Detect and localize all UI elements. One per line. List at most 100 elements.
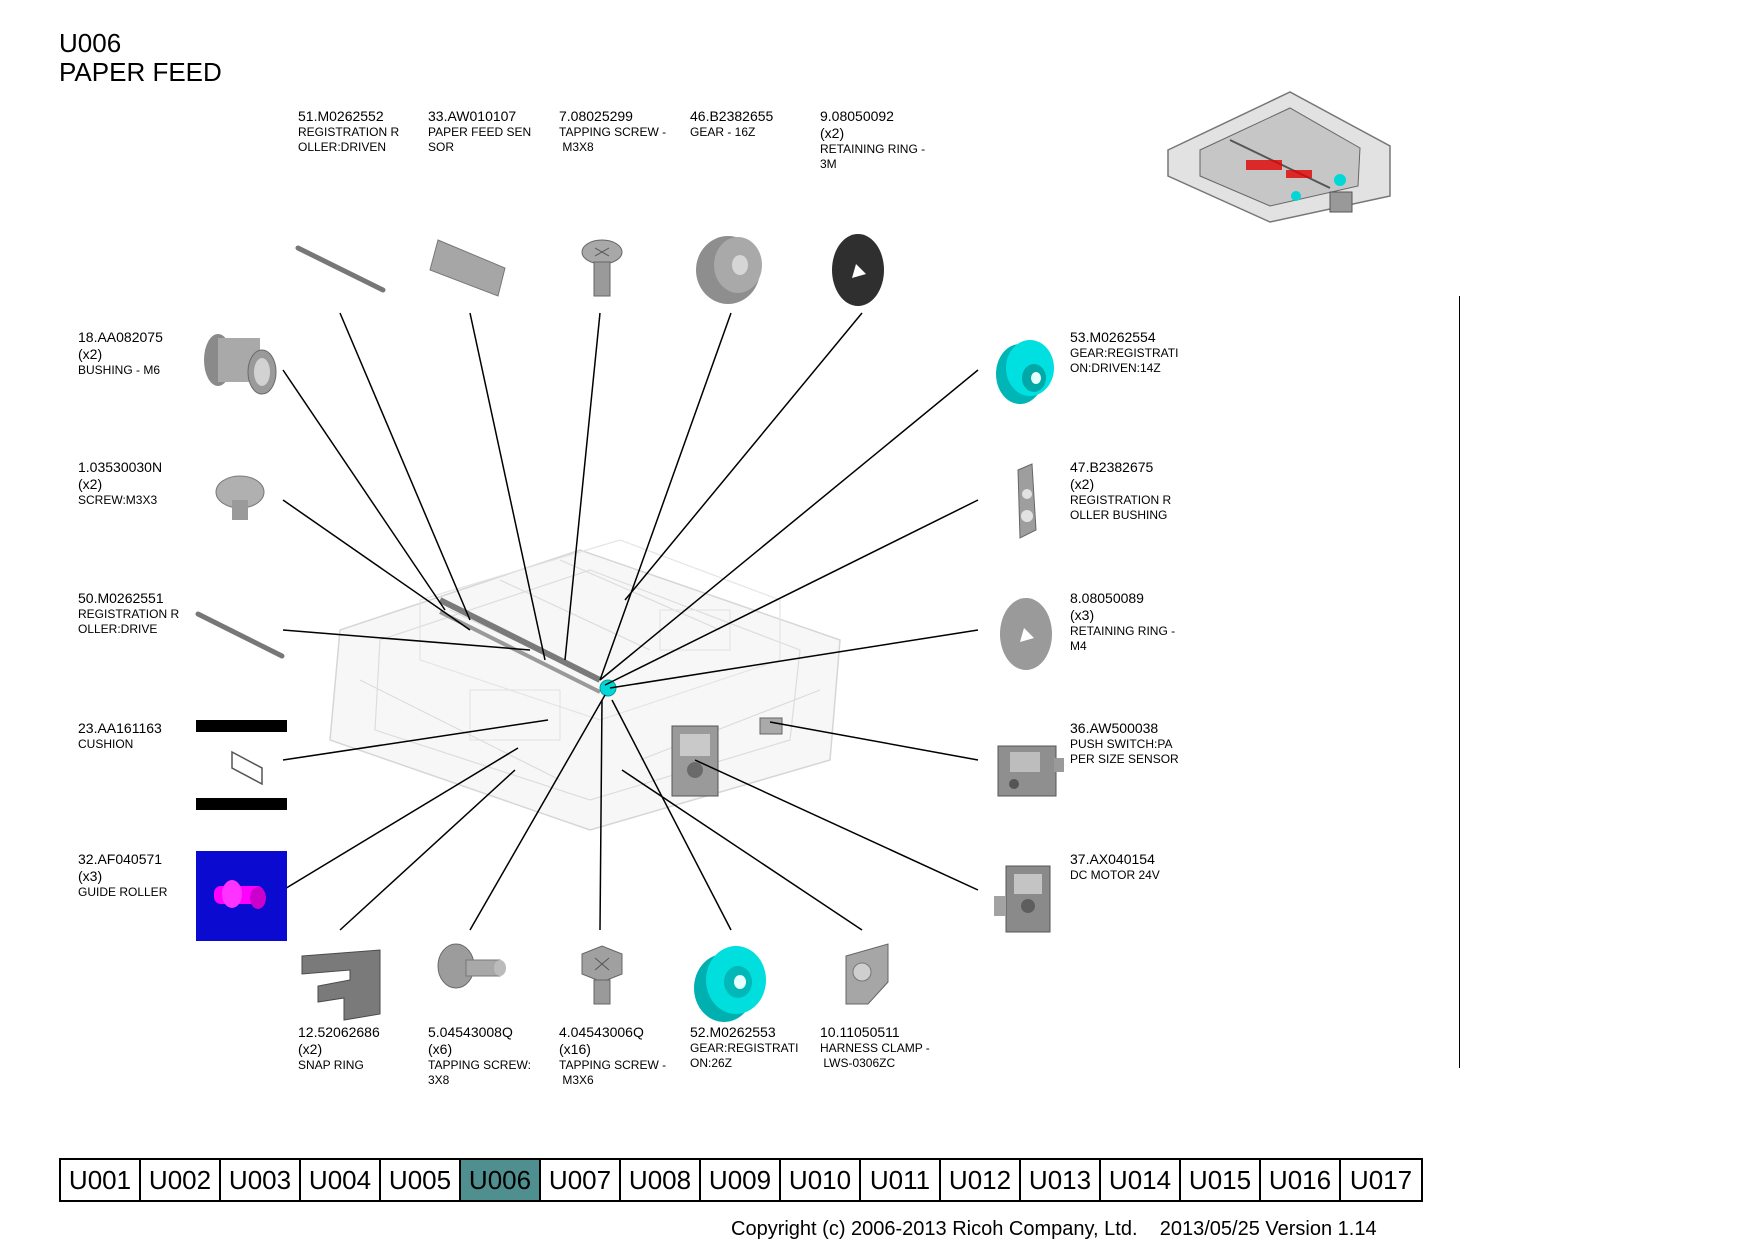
part-label-8[interactable]: 8.08050089 (x3) RETAINING RING - M4 [1070, 590, 1210, 654]
part-8-image [1000, 598, 1052, 670]
part-label-51[interactable]: 51.M0262552 REGISTRATION R OLLER:DRIVEN [298, 108, 438, 155]
tab-u010[interactable]: U010 [781, 1160, 861, 1200]
part-qty: (x3) [78, 868, 103, 884]
part-desc: REGISTRATION R [298, 125, 400, 139]
part-desc: SOR [428, 140, 455, 154]
part-desc: GEAR:REGISTRATI [1070, 346, 1179, 360]
part-number: 32.AF040571 [78, 851, 163, 867]
part-50-image [195, 611, 285, 659]
tab-u006[interactable]: U006 [461, 1160, 541, 1200]
part-desc: TAPPING SCREW: [428, 1058, 531, 1072]
part-desc: OLLER:DRIVEN [298, 140, 387, 154]
part-52-image [694, 946, 766, 1022]
part-qty: (x3) [1070, 607, 1095, 623]
part-label-53[interactable]: 53.M0262554 GEAR:REGISTRATI ON:DRIVEN:14… [1070, 329, 1210, 376]
part-number: 53.M0262554 [1070, 329, 1156, 345]
part-label-47[interactable]: 47.B2382675 (x2) REGISTRATION R OLLER BU… [1070, 459, 1210, 523]
part-label-10[interactable]: 10.11050511 HARNESS CLAMP - LWS-0306ZC [820, 1024, 960, 1071]
tab-u002[interactable]: U002 [141, 1160, 221, 1200]
part-desc: RETAINING RING - [1070, 624, 1176, 638]
page-title: PAPER FEED [59, 57, 222, 87]
part-label-7[interactable]: 7.08025299 TAPPING SCREW - M3X8 [559, 108, 699, 155]
part-qty: (x2) [820, 125, 845, 141]
part-label-37[interactable]: 37.AX040154 DC MOTOR 24V [1070, 851, 1210, 883]
part-37-image [994, 865, 1051, 933]
part-desc: OLLER BUSHING [1070, 508, 1168, 522]
part-desc: REGISTRATION R [1070, 493, 1172, 507]
assembly-switch [759, 717, 783, 735]
part-label-5[interactable]: 5.04543008Q (x6) TAPPING SCREW: 3X8 [428, 1024, 568, 1088]
part-4-image [581, 945, 623, 1005]
part-qty: (x2) [1070, 476, 1095, 492]
part-number: 8.08050089 [1070, 590, 1144, 606]
part-18-image [204, 334, 277, 395]
tab-u017[interactable]: U017 [1349, 1165, 1413, 1195]
part-label-18[interactable]: 18.AA082075 (x2) BUSHING - M6 [78, 329, 218, 378]
tab-u014[interactable]: U014 [1101, 1160, 1181, 1200]
part-desc: LWS-0306ZC [820, 1056, 896, 1070]
part-number: 18.AA082075 [78, 329, 163, 345]
part-label-50[interactable]: 50.M0262551 REGISTRATION R OLLER:DRIVE [78, 590, 218, 637]
part-label-4[interactable]: 4.04543006Q (x16) TAPPING SCREW - M3X6 [559, 1024, 699, 1088]
part-label-46[interactable]: 46.B2382655 GEAR - 16Z [690, 108, 830, 140]
tab-u003[interactable]: U003 [221, 1160, 301, 1200]
page-code: U006 [59, 28, 122, 58]
part-number: 50.M0262551 [78, 590, 164, 606]
tab-u007[interactable]: U007 [541, 1160, 621, 1200]
part-number: 12.52062686 [298, 1024, 380, 1040]
tab-u008[interactable]: U008 [621, 1160, 701, 1200]
part-qty: (x16) [559, 1041, 591, 1057]
part-label-52[interactable]: 52.M0262553 GEAR:REGISTRATI ON:26Z [690, 1024, 830, 1071]
part-53-image [996, 340, 1054, 404]
part-number: 36.AW500038 [1070, 720, 1159, 736]
part-desc: GEAR - 16Z [690, 125, 756, 139]
tab-u016[interactable]: U016 [1261, 1160, 1341, 1200]
part-qty: (x6) [428, 1041, 453, 1057]
part-desc: GEAR:REGISTRATI [690, 1041, 799, 1055]
part-desc: M3X8 [559, 140, 594, 154]
part-desc: RETAINING RING - [820, 142, 926, 156]
tab-u005[interactable]: U005 [381, 1160, 461, 1200]
part-qty: (x2) [298, 1041, 323, 1057]
part-number: 51.M0262552 [298, 108, 384, 124]
part-23-image [196, 720, 287, 810]
part-desc: DC MOTOR 24V [1070, 868, 1160, 882]
tab-u001[interactable]: U001 [61, 1160, 141, 1200]
part-desc: PAPER FEED SEN [428, 125, 532, 139]
part-number: 7.08025299 [559, 108, 633, 124]
part-1-image [215, 475, 265, 520]
assembly-motor [671, 725, 719, 797]
part-number: 47.B2382675 [1070, 459, 1154, 475]
leader-lines [282, 312, 979, 931]
tab-u015[interactable]: U015 [1181, 1160, 1261, 1200]
tab-u012[interactable]: U012 [941, 1160, 1021, 1200]
part-number: 10.11050511 [820, 1024, 900, 1040]
part-desc: CUSHION [78, 737, 134, 751]
part-qty: (x2) [78, 346, 103, 362]
part-desc: SCREW:M3X3 [78, 493, 158, 507]
part-33-image [429, 239, 506, 297]
tab-u004[interactable]: U004 [301, 1160, 381, 1200]
part-47-image [1017, 463, 1037, 539]
part-label-1[interactable]: 1.03530030N (x2) SCREW:M3X3 [78, 459, 218, 508]
copyright-text: Copyright (c) 2006-2013 Ricoh Company, L… [731, 1218, 1377, 1240]
part-desc: M3X6 [559, 1073, 594, 1087]
part-desc: PER SIZE SENSOR [1070, 752, 1179, 766]
part-desc: SNAP RING [298, 1058, 364, 1072]
part-desc: REGISTRATION R [78, 607, 180, 621]
tab-u009[interactable]: U009 [701, 1160, 781, 1200]
tab-u013[interactable]: U013 [1021, 1160, 1101, 1200]
part-label-36[interactable]: 36.AW500038 PUSH SWITCH:PA PER SIZE SENS… [1070, 720, 1210, 767]
part-label-33[interactable]: 33.AW010107 PAPER FEED SEN SOR [428, 108, 568, 155]
part-desc: ON:26Z [690, 1056, 733, 1070]
part-label-23[interactable]: 23.AA161163 CUSHION [78, 720, 218, 752]
part-label-32[interactable]: 32.AF040571 (x3) GUIDE ROLLER [78, 851, 218, 900]
part-32-image [196, 851, 287, 941]
part-51-image [295, 245, 386, 293]
part-label-12[interactable]: 12.52062686 (x2) SNAP RING [298, 1024, 438, 1073]
tab-u011[interactable]: U011 [861, 1160, 941, 1200]
part-number: 9.08050092 [820, 108, 894, 124]
part-desc: ON:DRIVEN:14Z [1070, 361, 1161, 375]
part-label-9[interactable]: 9.08050092 (x2) RETAINING RING - 3M [820, 108, 960, 172]
part-9-image [832, 234, 884, 306]
